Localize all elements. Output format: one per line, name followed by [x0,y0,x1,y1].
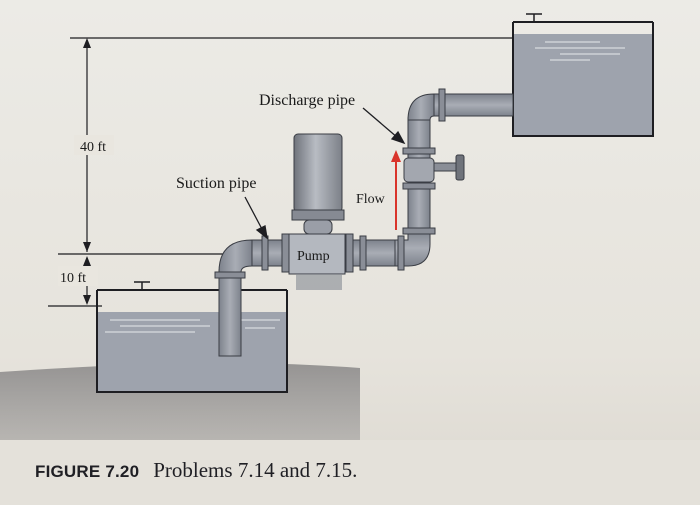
caption-text: Problems 7.14 and 7.15. [153,458,358,482]
upper-tank [512,13,654,137]
suction-pipe-label: Suction pipe [176,175,256,192]
flow-arrow [391,150,401,230]
suction-pipe [214,233,293,357]
label-mask-10 [58,266,98,286]
label-mask-40 [74,135,114,155]
figure-number: FIGURE 7.20 [35,462,140,481]
pump-unit [288,133,346,290]
figure-caption: FIGURE 7.20 Problems 7.14 and 7.15. [35,458,357,483]
lower-tank [96,281,288,393]
flow-label: Flow [356,192,386,207]
height-10ft-label: 10 ft [60,271,86,286]
pump-label: Pump [297,249,330,264]
height-40ft-label: 40 ft [80,140,106,155]
discharge-pipe-label: Discharge pipe [259,92,355,109]
dimension-arrowheads [83,38,91,305]
discharge-valve [403,154,465,183]
callout-arrows [244,107,406,240]
